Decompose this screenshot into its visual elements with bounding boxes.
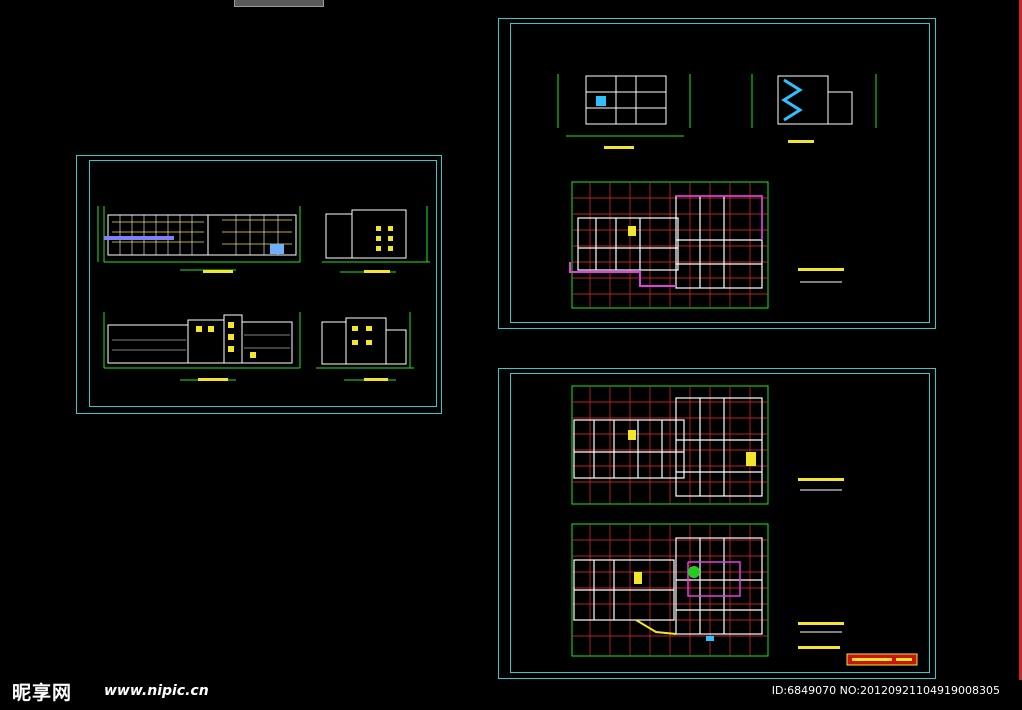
side-elevation-right [322,206,430,273]
front-elevation [97,206,301,273]
viewport-edge [1019,0,1022,680]
elevations-sheet[interactable] [76,155,442,414]
section-b [751,74,877,143]
sections-and-floor-plan-sheet[interactable] [498,18,936,329]
watermark-id: ID:6849070 NO:20120921104919008305 [771,684,1000,697]
window-title-tab[interactable] [234,0,324,7]
section-a [557,74,691,149]
watermark-brand: 昵享网 [12,682,73,704]
floor-plans-sheet[interactable] [498,368,936,679]
floor-plan-upper [569,181,844,309]
rear-elevation [103,312,301,381]
elevations-sheet-border [89,160,437,407]
title-block-stamp [846,653,918,666]
floor-plan-second [571,385,844,505]
side-elevation-left [316,312,414,381]
floor-plans-sheet-border [510,373,930,673]
sections-and-floor-plan-sheet-border [510,23,930,323]
floor-plan-ground [571,523,844,657]
watermark-url: www.nipic.cn [104,683,209,699]
